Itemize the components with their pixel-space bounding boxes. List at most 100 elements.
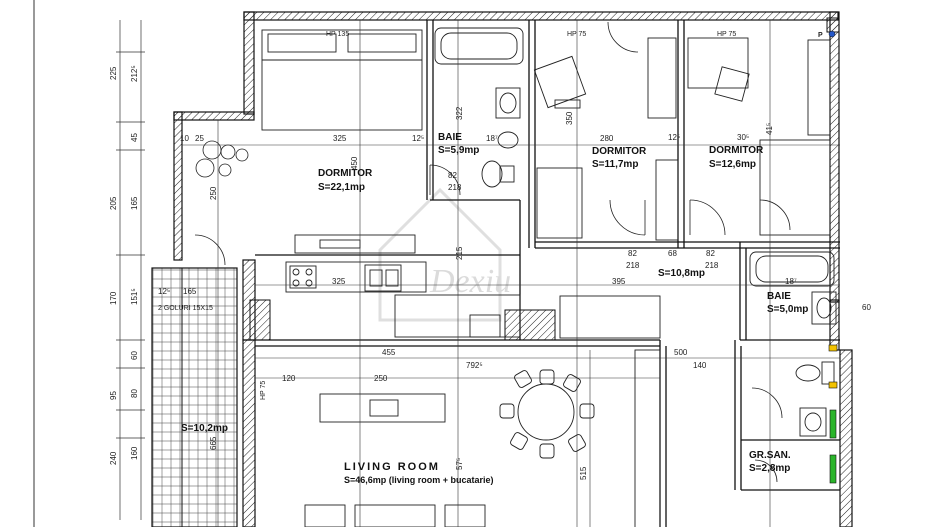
meter-box xyxy=(828,344,838,389)
living-room-name: LIVING ROOM xyxy=(344,461,440,473)
bed-bedroom-2 xyxy=(536,167,583,239)
boiler-green xyxy=(829,409,837,439)
doors xyxy=(194,21,791,483)
note-hp75-c: HP 75 xyxy=(260,381,267,400)
dim-l80: 80 xyxy=(130,389,139,398)
dim-30: 30⁵ xyxy=(737,133,749,142)
dormitor-1-name: DORMITOR xyxy=(318,168,373,179)
dim-325a: 325 xyxy=(333,134,347,143)
note-p: P xyxy=(818,32,823,39)
dim-395: 395 xyxy=(612,277,626,286)
dim-250: 250 xyxy=(374,374,388,383)
dim-250v: 250 xyxy=(209,186,218,200)
interior-walls xyxy=(255,20,840,527)
hol-area: S=10,8mp xyxy=(658,268,705,279)
note-goluri: 2 GOLURI 15X15 xyxy=(158,305,213,312)
dim-12b: 12⁵ xyxy=(668,133,680,142)
dim-450: 450 xyxy=(350,156,359,170)
toilet-gr-san xyxy=(795,361,835,385)
kitchen-island xyxy=(394,294,521,338)
dim-l2125: 212⁵ xyxy=(130,65,139,82)
dim-82a: 82 xyxy=(448,171,457,180)
dim-l165: 165 xyxy=(130,196,139,210)
living-room-area: S=46,6mp (living room + bucatarie) xyxy=(344,475,494,485)
dim-57: 57⁵ xyxy=(455,458,464,470)
dim-417: 41⁵ xyxy=(765,123,774,135)
dim-68: 68 xyxy=(668,249,677,258)
dim-218a: 218 xyxy=(448,183,462,192)
balcony xyxy=(151,267,238,527)
dim-187b: 18⁷ xyxy=(785,277,797,286)
dim-325b: 325 xyxy=(332,277,346,286)
dim-125: 12⁵ xyxy=(158,287,170,296)
toilet-bath-1 xyxy=(481,131,519,188)
note-hp135: HP 135 xyxy=(326,31,349,38)
dim-10: 10 xyxy=(180,134,189,143)
plant-pots xyxy=(195,140,249,178)
baie-1-area: S=5,9mp xyxy=(438,145,479,156)
bed-bedroom-1 xyxy=(261,29,423,131)
bathtub-bath-2 xyxy=(749,251,835,287)
bathtub-bath-1 xyxy=(434,27,524,65)
left-dimension-chain xyxy=(116,20,145,520)
dim-82c: 82 xyxy=(706,249,715,258)
dim-l170: 170 xyxy=(109,291,118,305)
dim-322: 322 xyxy=(455,106,464,120)
wardrobe-bedroom-3 xyxy=(807,39,831,136)
sofa-living xyxy=(304,349,661,527)
sink-bath-1 xyxy=(495,87,521,119)
sideboard xyxy=(559,295,661,339)
note-hp75-b: HP 75 xyxy=(717,31,736,38)
kitchen-counter xyxy=(285,261,427,293)
dim-665: 665 xyxy=(209,436,218,450)
sink-bath-2 xyxy=(811,291,837,325)
dormitor-3-name: DORMITOR xyxy=(709,145,764,156)
dormitor-3-area: S=12,6mp xyxy=(709,159,756,170)
dim-140: 140 xyxy=(693,361,707,370)
baie-1-name: BAIE xyxy=(438,132,462,143)
dim-792: 792⁵ xyxy=(466,361,483,370)
dim-215: 215 xyxy=(455,246,464,260)
dim-l160: 160 xyxy=(130,446,139,460)
dim-l95: 95 xyxy=(109,391,118,400)
wardrobe-bedroom-2 xyxy=(647,37,679,241)
dim-187a: 18⁷ xyxy=(486,134,498,143)
baie-2-name: BAIE xyxy=(767,291,791,302)
dim-60r: 60 xyxy=(862,303,871,312)
dim-12a: 12⁵ xyxy=(412,134,424,143)
dim-455: 455 xyxy=(382,348,396,357)
dormitor-2-name: DORMITOR xyxy=(592,146,647,157)
dining-table xyxy=(499,369,595,459)
desk-bedroom-2 xyxy=(533,55,587,109)
dim-350: 350 xyxy=(565,111,574,125)
desk-bedroom-3 xyxy=(687,37,750,102)
dimension-labels: 325 450 10 25 12⁵ 322 18⁷ 82 218 280 350… xyxy=(158,106,871,480)
outer-walls xyxy=(173,11,853,527)
watermark-text: Dexiu xyxy=(429,263,511,300)
bed-bedroom-3 xyxy=(759,139,831,236)
balcon-area: S=10,2mp xyxy=(181,423,228,434)
boiler-green-2 xyxy=(829,454,837,484)
dim-l60: 60 xyxy=(130,351,139,360)
pipe-marker xyxy=(828,30,836,38)
columns xyxy=(249,17,840,341)
dim-l45: 45 xyxy=(130,133,139,142)
dim-515: 515 xyxy=(579,466,588,480)
left-dimension-labels: 225 212⁵ 45 205 165 170 151⁵ 60 80 95 16… xyxy=(109,65,139,465)
dormitor-2-area: S=11,7mp xyxy=(592,159,638,170)
gr-san-name: GR.SAN. xyxy=(749,450,791,461)
baie-2-area: S=5,0mp xyxy=(767,304,808,315)
sink-gr-san xyxy=(799,407,827,437)
dim-218b: 218 xyxy=(626,261,640,270)
dormitor-1-area: S=22,1mp xyxy=(318,182,365,193)
dim-25: 25 xyxy=(195,134,204,143)
dim-500: 500 xyxy=(674,348,688,357)
dim-l1515: 151⁵ xyxy=(130,288,139,305)
dim-280: 280 xyxy=(600,134,614,143)
gr-san-area: S=2,8mp xyxy=(749,463,790,474)
dimension-lines xyxy=(182,20,840,527)
dim-l240: 240 xyxy=(109,451,118,465)
dim-l225: 225 xyxy=(109,66,118,80)
tv-unit xyxy=(319,393,446,423)
